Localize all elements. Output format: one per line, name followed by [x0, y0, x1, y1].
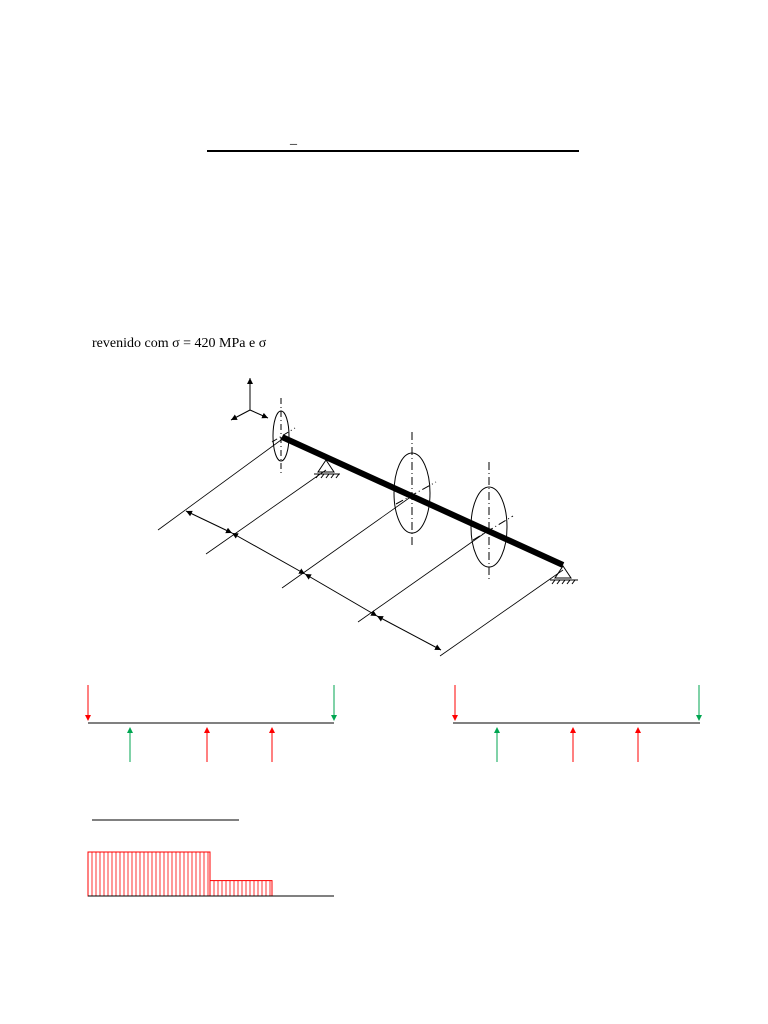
dimension-arrow-icon: [185, 510, 442, 651]
roller-support-icon: [550, 565, 578, 585]
pulley-icon: [271, 398, 296, 474]
statement-text: revenido com σ = 420 MPa e σ: [92, 336, 267, 351]
extension-lines: [157, 439, 564, 657]
title-mark: _: [290, 132, 297, 147]
distribution-diagram: [87, 851, 334, 897]
title-underline: [207, 150, 579, 152]
pin-support-icon: [314, 459, 340, 479]
shaft-line: [280, 434, 565, 568]
distribution-block-2: [209, 880, 273, 897]
pulley-icon: [470, 462, 514, 582]
load-diagram-left: [85, 685, 337, 762]
pulley-icon: [393, 432, 437, 548]
load-diagram-right: [452, 685, 702, 762]
coordinate-axes-icon: [230, 378, 269, 421]
